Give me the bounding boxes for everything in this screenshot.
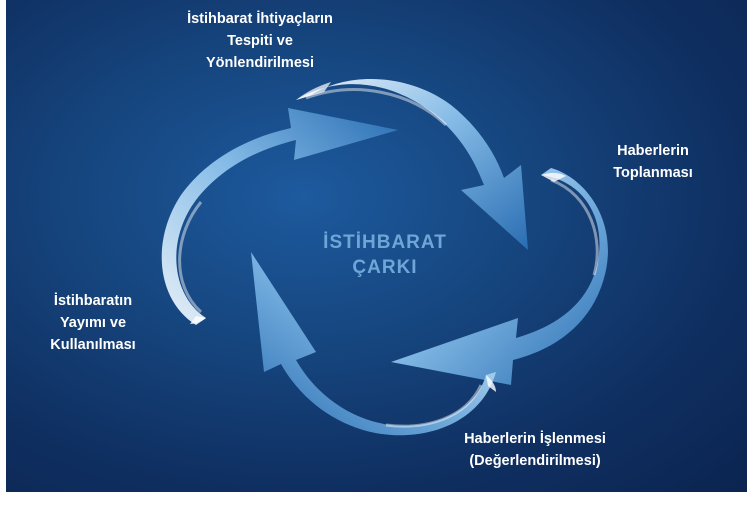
stage-right-line2: Toplanması [613,165,693,181]
stage-label-right: Haberlerin Toplanması [598,140,708,184]
stage-label-top: İstihbarat İhtiyaçların Tespiti ve Yönle… [140,8,380,74]
stage-right-line1: Haberlerin [617,143,689,159]
stage-left-line3: Kullanılması [50,337,136,353]
center-title-line1: İSTİHBARAT [323,232,447,253]
stage-bottom-line2: (Değerlendirilmesi) [469,453,601,469]
arrow-bottom-to-left [251,252,496,436]
stage-top-line3: Yönlendirilmesi [206,55,314,71]
arrow-right-to-bottom [391,168,608,385]
center-title-line2: ÇARKI [352,257,418,278]
arrow-left-to-top [161,108,398,325]
stage-top-line1: İstihbarat İhtiyaçların [187,11,333,27]
stage-bottom-line1: Haberlerin İşlenmesi [464,431,606,447]
arrow-highlight-right [550,178,599,276]
arrow-highlight-bottom [385,384,483,428]
arrow-highlight-top [305,88,448,127]
stage-label-left: İstihbaratın Yayımı ve Kullanılması [28,290,158,356]
arrow-top-to-right [296,78,528,251]
arrow-highlight-left [178,201,203,314]
stage-label-bottom: Haberlerin İşlenmesi (Değerlendirilmesi) [420,428,650,472]
stage-top-line2: Tespiti ve [227,33,293,49]
stage-left-line2: Yayımı ve [59,315,127,331]
cycle-arrows [161,78,608,436]
center-title: İSTİHBARAT ÇARKI [300,230,470,280]
stage-left-line1: İstihbaratın [53,293,133,309]
